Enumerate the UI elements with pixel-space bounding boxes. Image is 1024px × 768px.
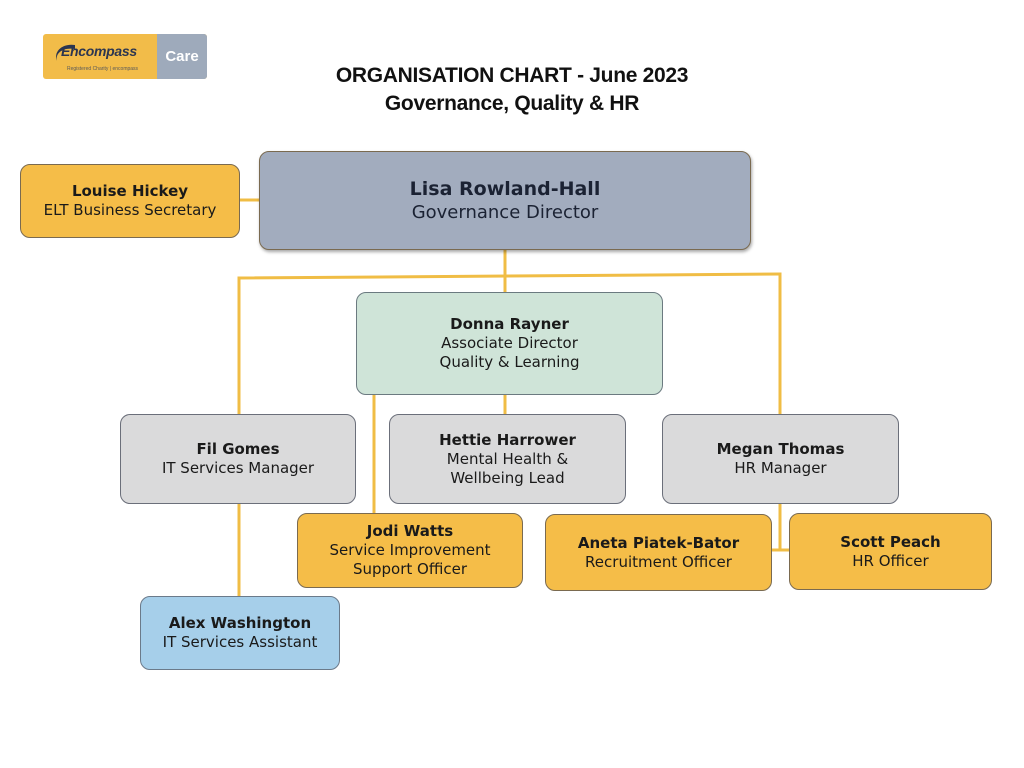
director-name: Lisa Rowland-Hall <box>409 177 601 200</box>
logo-tagline: Registered Charity | encompass <box>67 66 139 72</box>
it-manager-box: Fil Gomes IT Services Manager <box>120 414 356 504</box>
title-line-2: Governance, Quality & HR <box>384 92 640 115</box>
logo-care: Care <box>157 34 207 79</box>
mh-lead-role-1: Mental Health & <box>446 449 569 468</box>
connector-horizontal <box>237 272 782 280</box>
hr-officer-role: HR Officer <box>852 551 929 570</box>
mh-lead-name: Hettie Harrower <box>439 430 576 449</box>
it-assistant-name: Alex Washington <box>168 614 312 632</box>
si-officer-name: Jodi Watts <box>366 522 454 540</box>
mh-lead-box: Hettie Harrower Mental Health & Wellbein… <box>389 414 626 504</box>
it-assistant-box: Alex Washington IT Services Assistant <box>140 596 340 670</box>
logo-name: Encompass <box>61 43 137 59</box>
director-box: Lisa Rowland-Hall Governance Director <box>259 151 751 250</box>
hr-manager-role: HR Manager <box>734 459 827 477</box>
it-manager-name: Fil Gomes <box>196 440 280 458</box>
recruitment-box: Aneta Piatek-Bator Recruitment Officer <box>545 514 772 591</box>
hr-officer-box: Scott Peach HR Officer <box>789 513 992 590</box>
hr-officer-name: Scott Peach <box>840 532 941 551</box>
secretary-role: ELT Business Secretary <box>43 201 217 219</box>
si-officer-box: Jodi Watts Service Improvement Support O… <box>297 513 523 588</box>
company-logo: Encompass Registered Charity | encompass… <box>43 34 207 79</box>
chart-title: ORGANISATION CHART - June 2023 Governanc… <box>262 62 762 118</box>
it-manager-role: IT Services Manager <box>161 459 315 477</box>
director-role: Governance Director <box>411 201 599 223</box>
secretary-name: Louise Hickey <box>71 182 189 200</box>
secretary-box: Louise Hickey ELT Business Secretary <box>20 164 240 238</box>
recruitment-role: Recruitment Officer <box>585 552 732 571</box>
si-officer-role-1: Service Improvement <box>329 541 491 559</box>
associate-role-1: Associate Director <box>441 334 578 352</box>
associate-role-2: Quality & Learning <box>439 353 580 371</box>
recruitment-name: Aneta Piatek-Bator <box>577 533 740 552</box>
hr-manager-box: Megan Thomas HR Manager <box>662 414 899 504</box>
title-line-1: ORGANISATION CHART - June 2023 <box>335 64 689 87</box>
associate-box: Donna Rayner Associate Director Quality … <box>356 292 663 395</box>
it-assistant-role: IT Services Assistant <box>162 633 318 651</box>
associate-name: Donna Rayner <box>450 315 569 333</box>
logo-main-panel: Encompass Registered Charity | encompass <box>43 34 157 79</box>
mh-lead-role-2: Wellbeing Lead <box>450 468 565 487</box>
swoosh-icon <box>56 44 75 61</box>
si-officer-role-2: Support Officer <box>352 560 468 578</box>
hr-manager-name: Megan Thomas <box>716 440 845 458</box>
